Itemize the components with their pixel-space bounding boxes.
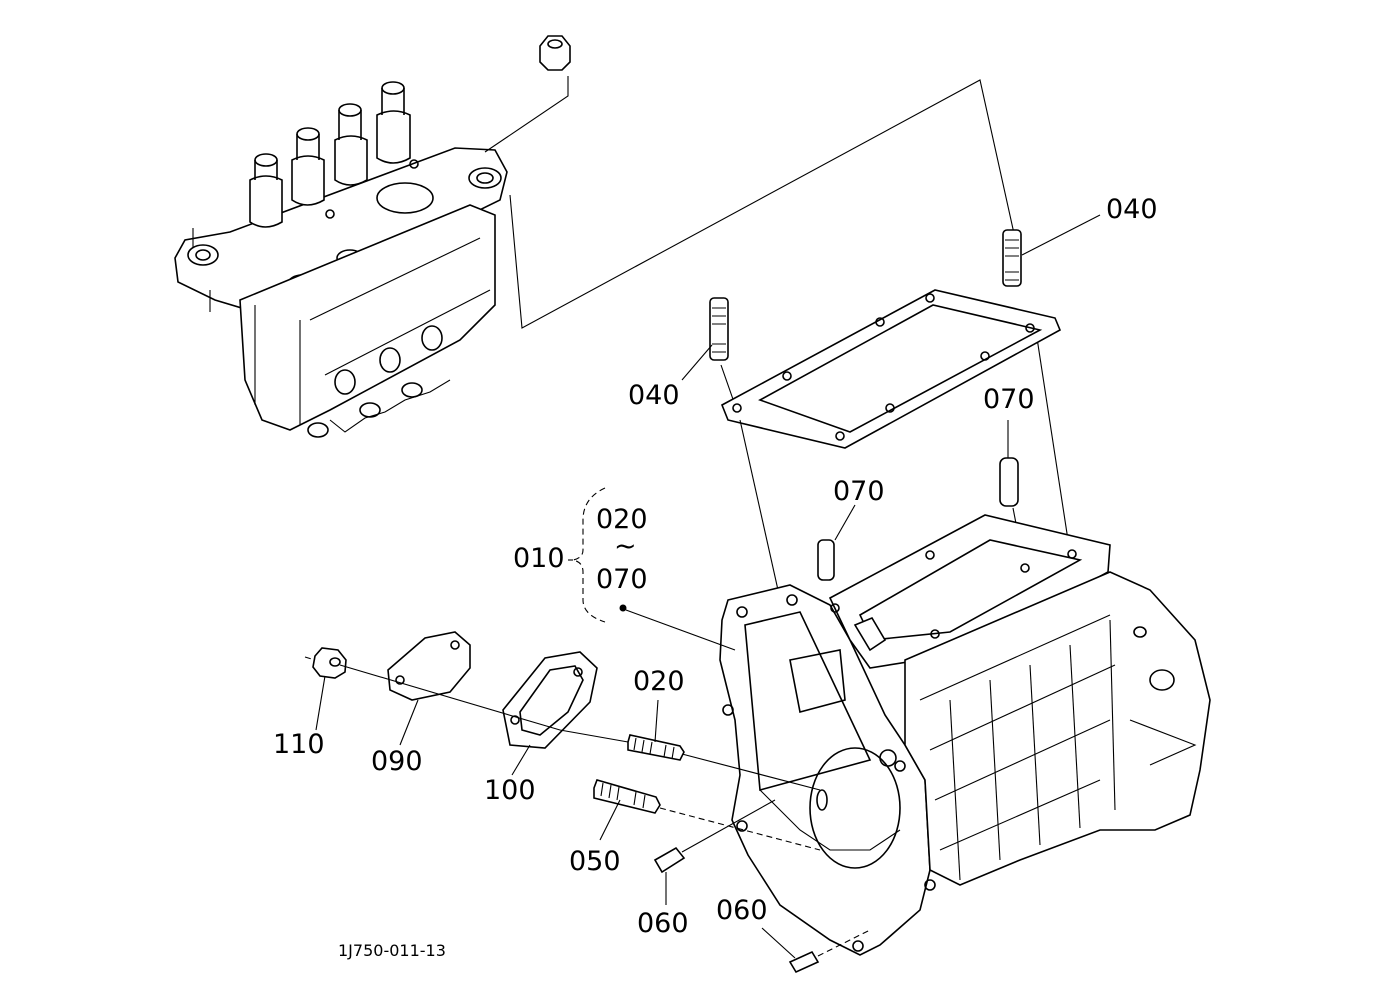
pin-060-left: [653, 799, 776, 905]
stud-050: [593, 779, 821, 851]
leader-040-left: [681, 344, 713, 381]
assembly-leader-2: [1034, 324, 1069, 541]
stud-040-left: [709, 297, 736, 406]
nut-110: [304, 647, 347, 731]
callout-range-tilde: ~: [614, 531, 637, 562]
gasket-090: [387, 631, 471, 746]
callout-040-right: 040: [1106, 194, 1158, 225]
callout-010: 010: [513, 543, 565, 574]
stud-040-right: [1002, 229, 1022, 287]
flange-nut-top: [484, 35, 571, 153]
leader-070-left: [834, 504, 856, 541]
callout-110: 110: [273, 729, 325, 760]
pin-070-left: [817, 539, 835, 581]
assembly-leader-1: [509, 79, 1016, 329]
assembly-line-gaskets: [339, 664, 629, 743]
injection-pump: [174, 81, 508, 438]
gasket-100: [502, 651, 598, 776]
gear-case-housing: [719, 514, 1211, 956]
callout-100: 100: [484, 775, 536, 806]
stud-020: [627, 699, 685, 761]
callout-060-bottom: 060: [716, 895, 768, 926]
callout-090: 090: [371, 746, 423, 777]
assembly-line-stud020: [681, 753, 821, 791]
drawing-number: 1J750-011-13: [338, 941, 446, 960]
pin-060-bottom: [761, 927, 871, 974]
callout-040-left: 040: [628, 380, 680, 411]
leader-040-right: [1021, 214, 1101, 256]
callout-070-range-end: 070: [596, 564, 648, 595]
callout-060-left: 060: [637, 908, 689, 939]
callout-020: 020: [633, 666, 685, 697]
assembly-bracket-010: [568, 487, 736, 651]
callout-070-left: 070: [833, 476, 885, 507]
gasket-plate: [720, 289, 1062, 449]
leader-gasket-housing: [739, 419, 779, 591]
delivery-valve-holders: [249, 81, 411, 228]
callout-050: 050: [569, 846, 621, 877]
callout-020-range-start: 020: [596, 504, 648, 535]
callout-070-right: 070: [983, 384, 1035, 415]
